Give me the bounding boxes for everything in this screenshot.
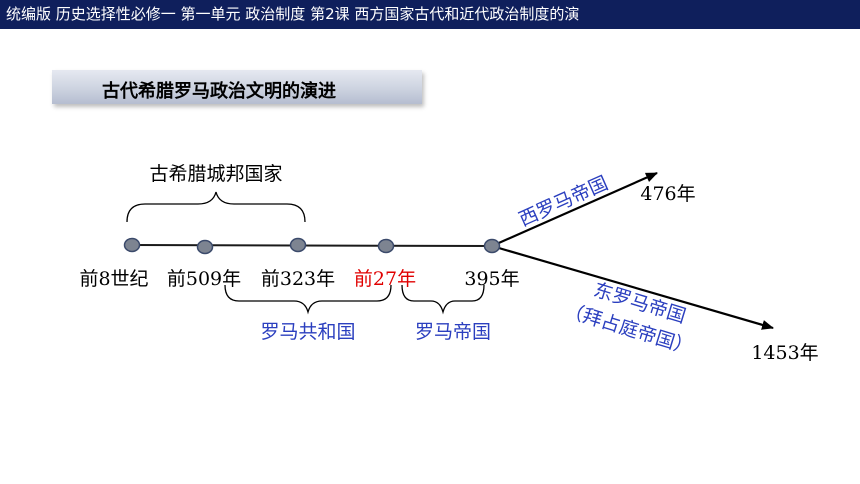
section-title: 古代希腊罗马政治文明的演进 <box>102 81 336 102</box>
greek-period-brace <box>126 191 306 223</box>
label-27-bc: 前27年 <box>354 268 416 290</box>
greek-period-label: 古希腊城邦国家 <box>149 163 282 185</box>
empire-period-label: 罗马帝国 <box>415 321 491 343</box>
label-323-bc: 前323年 <box>261 268 335 290</box>
east-empire-end-year: 1453年 <box>751 342 818 364</box>
label-509-bc: 前509年 <box>167 268 241 290</box>
node-509-bc <box>196 239 214 255</box>
west-empire-label: 西罗马帝国 <box>516 172 612 231</box>
section-banner: 古代希腊罗马政治文明的演进 <box>52 70 422 104</box>
header-bar: 统编版 历史选择性必修一 第一单元 政治制度 第2课 西方国家古代和近代政治制度… <box>0 0 860 29</box>
east-branch-arrow <box>491 244 774 330</box>
republic-period-label: 罗马共和国 <box>260 321 355 343</box>
empire-period-brace <box>401 284 485 315</box>
node-323-bc <box>289 237 307 253</box>
west-empire-end-year: 476年 <box>640 183 695 205</box>
node-395-ad <box>483 238 501 254</box>
node-27-bc <box>377 238 395 254</box>
lesson-title: 统编版 历史选择性必修一 第一单元 政治制度 第2课 西方国家古代和近代政治制度… <box>6 5 580 23</box>
timeline-nodes <box>123 237 501 255</box>
republic-period-brace <box>224 284 392 315</box>
node-8th-century-bc <box>123 237 141 253</box>
timeline-line <box>131 244 493 247</box>
west-branch-arrow <box>491 171 658 248</box>
label-395-ad: 395年 <box>464 268 519 290</box>
label-8th-century-bc: 前8世纪 <box>79 268 148 290</box>
